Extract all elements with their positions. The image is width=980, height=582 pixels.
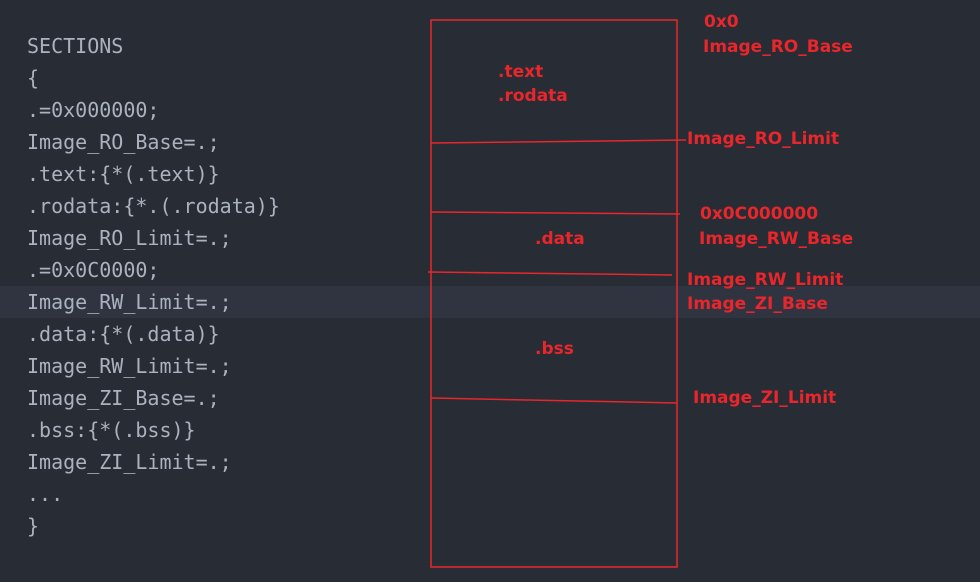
- zi-base-label: Image_ZI_Base: [687, 294, 828, 314]
- code-line: .=0x0C0000;: [27, 258, 160, 282]
- code-line: ...: [27, 482, 64, 506]
- section-text-label: .text: [498, 62, 544, 82]
- zi-limit-line: [430, 397, 678, 404]
- ro-limit-label: Image_RO_Limit: [687, 129, 840, 149]
- start-address-label: 0x0: [704, 12, 739, 32]
- memory-block-outline: [430, 19, 678, 568]
- code-line: {: [27, 66, 40, 90]
- code-line: Image_RO_Base=.;: [27, 130, 220, 154]
- rw-address-label: 0x0C000000: [700, 204, 819, 224]
- section-data-label: .data: [535, 229, 585, 249]
- section-rodata-label: .rodata: [498, 86, 568, 106]
- ro-base-label: Image_RO_Base: [703, 37, 853, 57]
- code-line: Image_ZI_Base=.;: [27, 386, 220, 410]
- code-line: .=0x000000;: [27, 98, 160, 122]
- code-line: .bss:{*(.bss)}: [27, 418, 196, 442]
- zi-limit-label: Image_ZI_Limit: [693, 388, 837, 408]
- section-bss-label: .bss: [535, 339, 574, 359]
- rw-base-label: Image_RW_Base: [699, 229, 854, 249]
- ro-limit-line: [430, 139, 687, 144]
- code-line: Image_RW_Limit=.;: [27, 354, 232, 378]
- rw-limit-line: [427, 271, 673, 276]
- code-line: }: [27, 514, 40, 538]
- rw-base-line: [430, 211, 681, 215]
- code-line-highlighted: Image_RW_Limit=.;: [27, 290, 232, 314]
- rw-limit-label: Image_RW_Limit: [687, 270, 844, 290]
- code-line: Image_RO_Limit=.;: [27, 226, 232, 250]
- code-line: .rodata:{*.(.rodata)}: [27, 194, 280, 218]
- code-line: SECTIONS: [27, 34, 124, 58]
- code-line: .text:{*(.text)}: [27, 162, 220, 186]
- current-line-highlight: [0, 286, 980, 318]
- code-line: .data:{*(.data)}: [27, 322, 220, 346]
- code-line: Image_ZI_Limit=.;: [27, 450, 232, 474]
